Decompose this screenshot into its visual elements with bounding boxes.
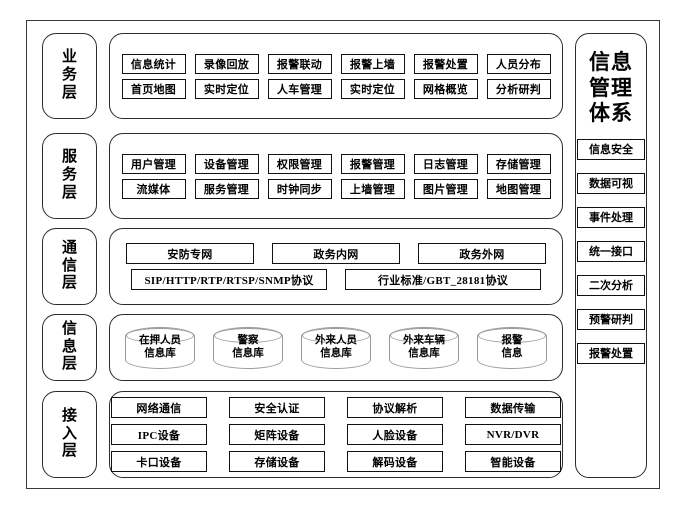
chip-communication-0-2[interactable]: 政务外网 bbox=[418, 243, 546, 264]
side-chip-0[interactable]: 信息安全 bbox=[577, 138, 645, 160]
chip-service-1-2[interactable]: 时钟同步 bbox=[267, 178, 332, 199]
chip-service-1-5[interactable]: 地图管理 bbox=[486, 178, 551, 199]
chip-communication-1-0[interactable]: SIP/HTTP/RTP/RTSP/SNMP协议 bbox=[131, 269, 327, 290]
chip-access-1-1[interactable]: 矩阵设备 bbox=[229, 424, 325, 445]
chip-service-0-4[interactable]: 日志管理 bbox=[413, 153, 478, 174]
chip-service-1-1[interactable]: 服务管理 bbox=[194, 178, 259, 199]
database-cylinder-4[interactable]: 报警 信息 bbox=[477, 326, 547, 369]
chip-business-0-2[interactable]: 报警联动 bbox=[267, 53, 332, 74]
system-title: 信息管理体系 bbox=[589, 50, 633, 126]
database-cylinder-1[interactable]: 警察 信息库 bbox=[213, 326, 283, 369]
chip-communication-0-1[interactable]: 政务内网 bbox=[272, 243, 400, 264]
chip-business-1-1[interactable]: 实时定位 bbox=[194, 78, 259, 99]
layer-label-communication-text: 通信层 bbox=[62, 239, 78, 292]
database-label-3: 外来车辆 信息库 bbox=[403, 335, 445, 359]
side-chip-4[interactable]: 二次分析 bbox=[577, 274, 645, 296]
database-label-4: 报警 信息 bbox=[501, 335, 523, 359]
communication-row-2: SIP/HTTP/RTP/RTSP/SNMP协议 行业标准/GBT_28181协… bbox=[131, 269, 541, 290]
layer-panel-access: 网络通信 安全认证 协议解析 数据传输 IPC设备 矩阵设备 人脸设备 NVR/… bbox=[109, 391, 563, 478]
business-row-2: 首页地图 实时定位 人车管理 实时定位 网格概览 分析研判 bbox=[121, 78, 551, 99]
chip-communication-1-1[interactable]: 行业标准/GBT_28181协议 bbox=[345, 269, 541, 290]
side-chip-5[interactable]: 预警研判 bbox=[577, 308, 645, 330]
layer-label-access: 接入层 bbox=[42, 391, 97, 478]
database-cylinder-2[interactable]: 外来人员 信息库 bbox=[301, 326, 371, 369]
chip-service-0-3[interactable]: 报警管理 bbox=[340, 153, 405, 174]
chip-access-1-2[interactable]: 人脸设备 bbox=[347, 424, 443, 445]
database-label-2: 外来人员 信息库 bbox=[315, 335, 357, 359]
database-cylinder-0[interactable]: 在押人员 信息库 bbox=[125, 326, 195, 369]
chip-service-0-1[interactable]: 设备管理 bbox=[194, 153, 259, 174]
database-label-1: 警察 信息库 bbox=[232, 335, 264, 359]
chip-access-2-3[interactable]: 智能设备 bbox=[465, 451, 561, 472]
chip-business-1-0[interactable]: 首页地图 bbox=[121, 78, 186, 99]
layer-label-access-text: 接入层 bbox=[62, 407, 78, 460]
layer-label-service: 服务层 bbox=[42, 133, 97, 219]
chip-access-1-0[interactable]: IPC设备 bbox=[111, 424, 207, 445]
information-management-system-panel: 信息管理体系 信息安全 数据可视 事件处理 统一接口 二次分析 预警研判 报警处… bbox=[575, 33, 647, 478]
layer-label-service-text: 服务层 bbox=[62, 149, 78, 201]
communication-row-1: 安防专网 政务内网 政务外网 bbox=[126, 243, 546, 264]
chip-access-2-1[interactable]: 存储设备 bbox=[229, 451, 325, 472]
layer-label-business-text: 业务层 bbox=[62, 49, 78, 101]
access-row-2: IPC设备 矩阵设备 人脸设备 NVR/DVR bbox=[111, 424, 561, 445]
service-row-1: 用户管理 设备管理 权限管理 报警管理 日志管理 存储管理 bbox=[121, 153, 551, 174]
chip-business-0-5[interactable]: 人员分布 bbox=[486, 53, 551, 74]
chip-business-1-2[interactable]: 人车管理 bbox=[267, 78, 332, 99]
access-row-3: 卡口设备 存储设备 解码设备 智能设备 bbox=[111, 451, 561, 472]
chip-service-1-4[interactable]: 图片管理 bbox=[413, 178, 478, 199]
chip-communication-0-0[interactable]: 安防专网 bbox=[126, 243, 254, 264]
layer-panel-communication: 安防专网 政务内网 政务外网 SIP/HTTP/RTP/RTSP/SNMP协议 … bbox=[109, 228, 563, 305]
service-row-2: 流媒体 服务管理 时钟同步 上墙管理 图片管理 地图管理 bbox=[121, 178, 551, 199]
side-chip-6[interactable]: 报警处置 bbox=[577, 342, 645, 364]
chip-access-0-3[interactable]: 数据传输 bbox=[465, 397, 561, 418]
side-chip-2[interactable]: 事件处理 bbox=[577, 206, 645, 228]
information-database-row: 在押人员 信息库 警察 信息库 外来人员 信息库 外来车辆 信息库 报警 信息 bbox=[125, 326, 547, 369]
chip-business-1-4[interactable]: 网格概览 bbox=[413, 78, 478, 99]
chip-business-0-3[interactable]: 报警上墙 bbox=[340, 53, 405, 74]
chip-service-1-0[interactable]: 流媒体 bbox=[121, 178, 186, 199]
chip-access-2-0[interactable]: 卡口设备 bbox=[111, 451, 207, 472]
chip-service-0-5[interactable]: 存储管理 bbox=[486, 153, 551, 174]
chip-business-1-5[interactable]: 分析研判 bbox=[486, 78, 551, 99]
chip-access-0-0[interactable]: 网络通信 bbox=[111, 397, 207, 418]
layer-label-communication: 通信层 bbox=[42, 228, 97, 305]
business-row-1: 信息统计 录像回放 报警联动 报警上墙 报警处置 人员分布 bbox=[121, 53, 551, 74]
side-chip-3[interactable]: 统一接口 bbox=[577, 240, 645, 262]
chip-access-1-3[interactable]: NVR/DVR bbox=[465, 424, 561, 445]
chip-access-0-1[interactable]: 安全认证 bbox=[229, 397, 325, 418]
layer-label-information: 信息层 bbox=[42, 314, 97, 381]
diagram-frame: 业务层 信息统计 录像回放 报警联动 报警上墙 报警处置 人员分布 首页地图 实… bbox=[26, 20, 660, 489]
chip-service-1-3[interactable]: 上墙管理 bbox=[340, 178, 405, 199]
chip-business-0-4[interactable]: 报警处置 bbox=[413, 53, 478, 74]
database-cylinder-3[interactable]: 外来车辆 信息库 bbox=[389, 326, 459, 369]
layer-label-information-text: 信息层 bbox=[62, 320, 78, 373]
chip-access-0-2[interactable]: 协议解析 bbox=[347, 397, 443, 418]
layer-panel-information: 在押人员 信息库 警察 信息库 外来人员 信息库 外来车辆 信息库 报警 信息 bbox=[109, 314, 563, 381]
chip-access-2-2[interactable]: 解码设备 bbox=[347, 451, 443, 472]
access-row-1: 网络通信 安全认证 协议解析 数据传输 bbox=[111, 397, 561, 418]
database-label-0: 在押人员 信息库 bbox=[139, 335, 181, 359]
chip-service-0-0[interactable]: 用户管理 bbox=[121, 153, 186, 174]
chip-business-0-1[interactable]: 录像回放 bbox=[194, 53, 259, 74]
chip-business-0-0[interactable]: 信息统计 bbox=[121, 53, 186, 74]
chip-business-1-3[interactable]: 实时定位 bbox=[340, 78, 405, 99]
layer-panel-business: 信息统计 录像回放 报警联动 报警上墙 报警处置 人员分布 首页地图 实时定位 … bbox=[109, 33, 563, 119]
layer-label-business: 业务层 bbox=[42, 33, 97, 119]
side-chip-1[interactable]: 数据可视 bbox=[577, 172, 645, 194]
chip-service-0-2[interactable]: 权限管理 bbox=[267, 153, 332, 174]
layer-panel-service: 用户管理 设备管理 权限管理 报警管理 日志管理 存储管理 流媒体 服务管理 时… bbox=[109, 133, 563, 219]
